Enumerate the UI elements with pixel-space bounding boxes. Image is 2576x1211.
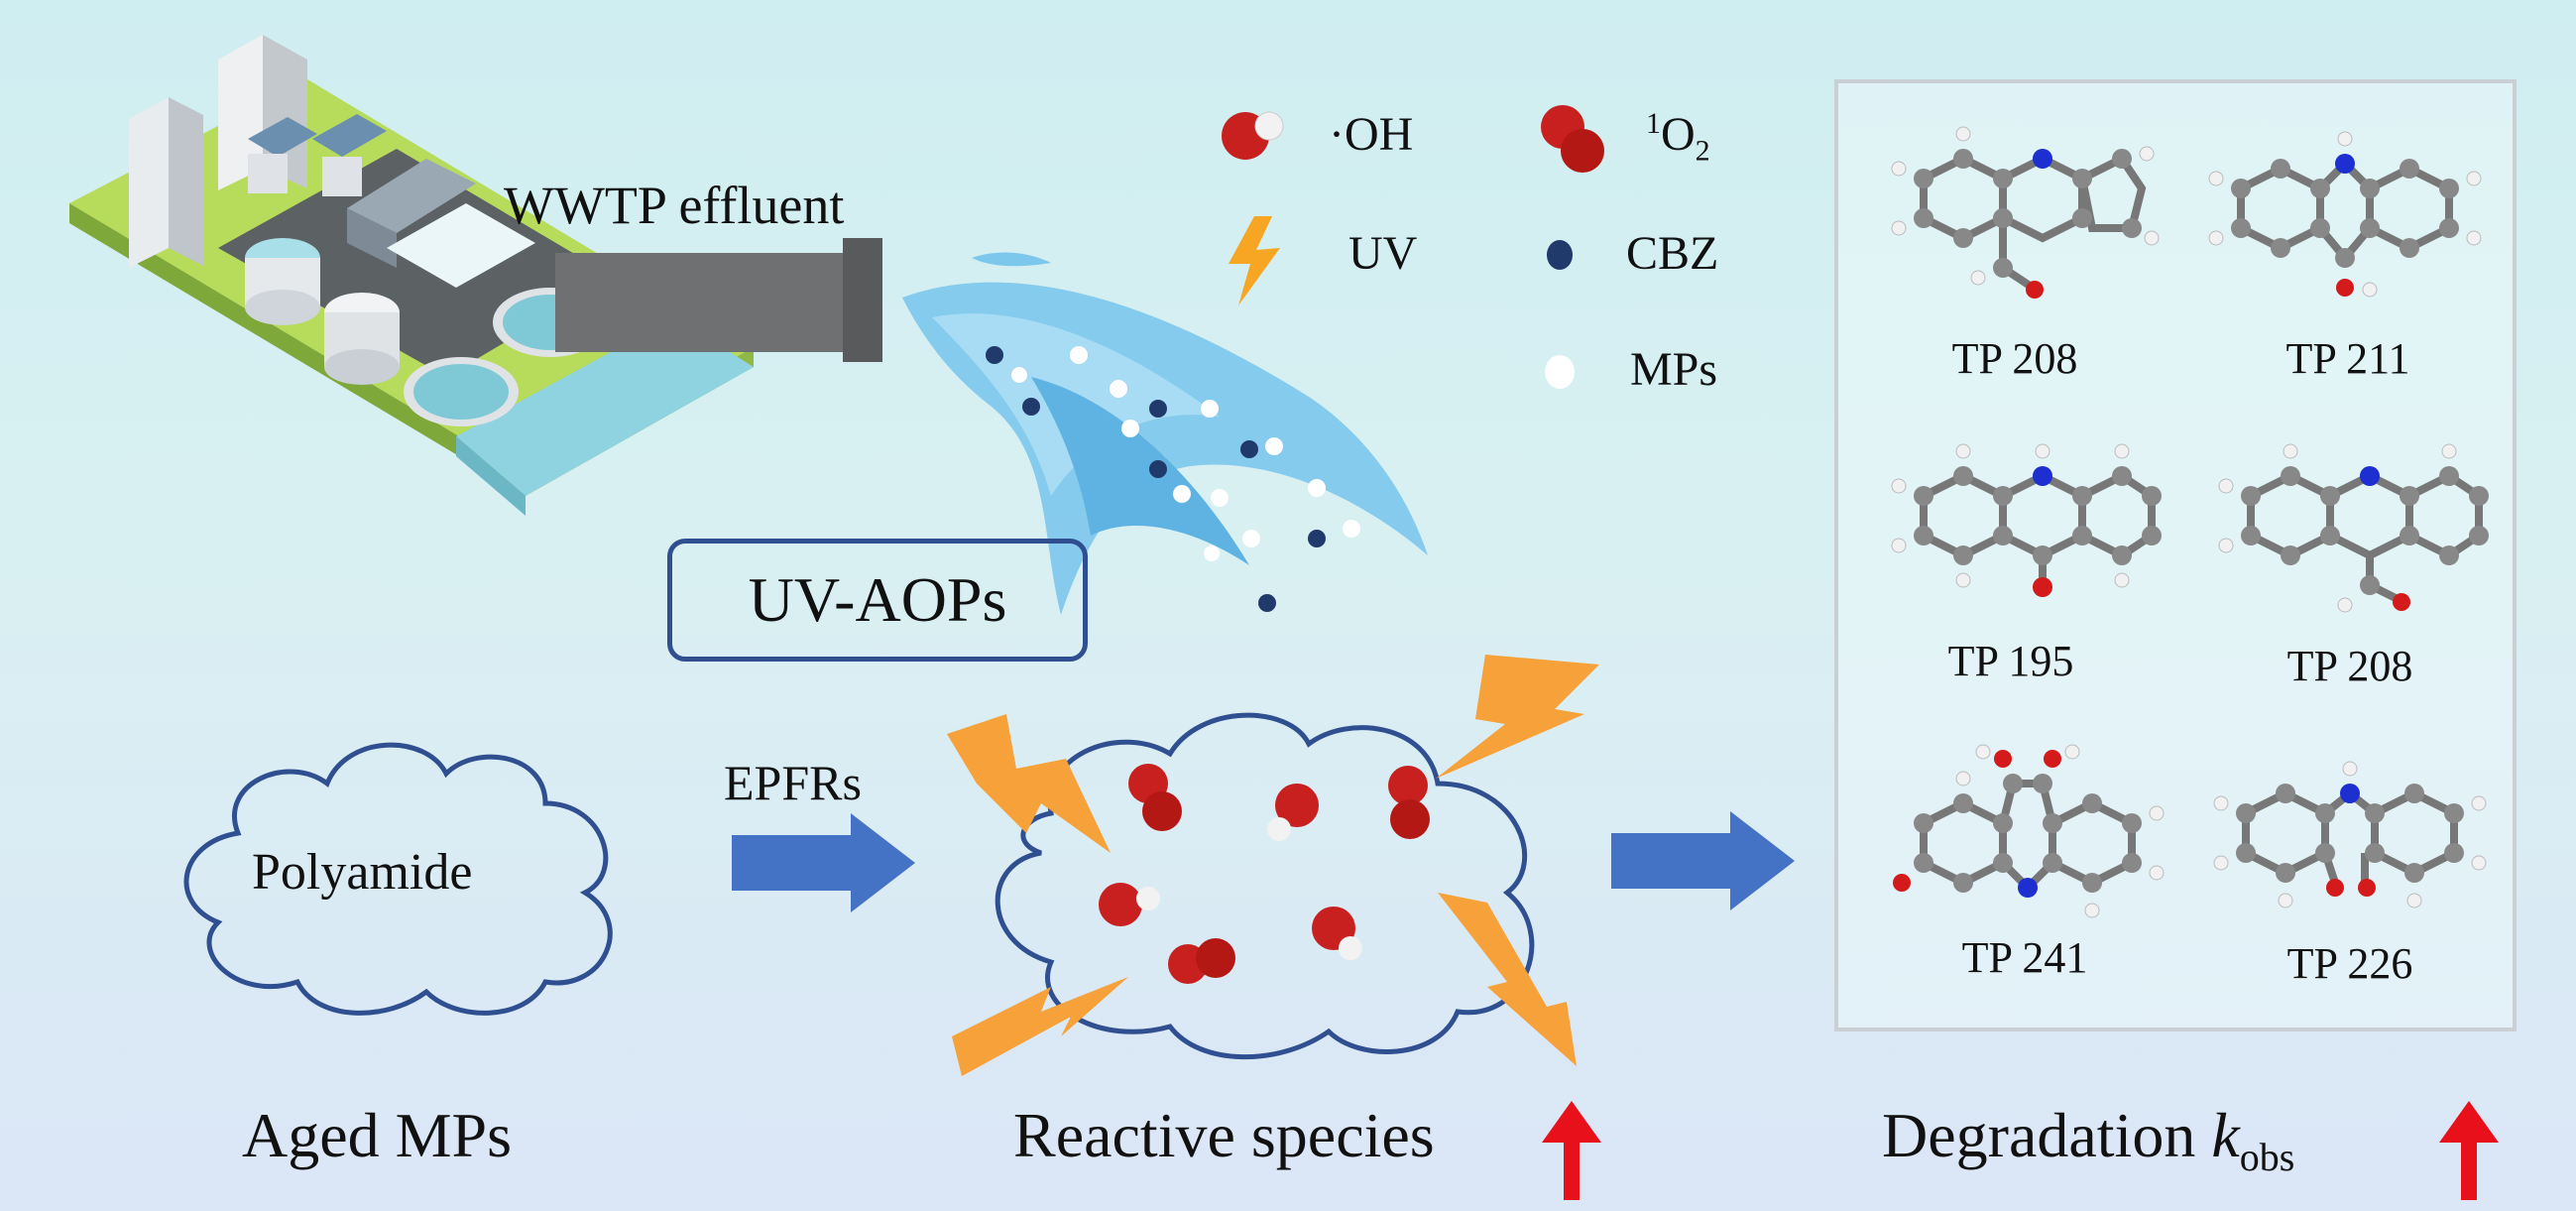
tp-label: TP 208 (1951, 334, 2078, 383)
legend-mps-label: MPs (1630, 343, 1718, 396)
uv-lightning-icon (1229, 216, 1280, 305)
tp195-molecule-icon (1891, 443, 2162, 597)
singlet-oxygen-main: O (1661, 108, 1696, 161)
singlet-oxygen-molecule (1388, 766, 1430, 839)
singlet-oxygen-molecule (1128, 764, 1182, 831)
legend-oh-label: ·OH (1329, 108, 1414, 161)
singlet-oxygen-superscript: 1 (1646, 107, 1661, 140)
tp-label: TP 195 (1947, 637, 2074, 685)
epfrs-arrow (732, 813, 915, 912)
tp-label: TP 226 (2286, 939, 2413, 988)
increase-arrow-icon (2439, 1101, 2499, 1200)
uv-aops-box: UV-AOPs (667, 539, 1088, 662)
singlet-oxygen-molecule (1168, 938, 1235, 984)
polyamide-label: Polyamide (252, 844, 473, 901)
degradation-label: Degradation kobs (1882, 1099, 2294, 1180)
oh-molecule-icon (1222, 111, 1284, 160)
singlet-oxygen-subscript: 2 (1695, 134, 1710, 168)
degradation-text: Degradation (1882, 1100, 2196, 1170)
mps-dot-icon (1545, 355, 1575, 389)
effluent-pipe (555, 238, 882, 362)
tp-label: TP 241 (1961, 933, 2088, 982)
k-symbol: k (2211, 1100, 2240, 1170)
particles-in-effluent (986, 346, 1360, 612)
tp208-molecule-icon (1891, 126, 2160, 299)
tp-label: TP 211 (2285, 334, 2410, 383)
lightning-bolt-icon (952, 977, 1128, 1076)
singlet-oxygen-icon (1541, 105, 1604, 173)
increase-arrow-icon (1542, 1101, 1601, 1200)
reactive-species-label: Reactive species (1013, 1100, 1435, 1170)
lightning-bolt-icon (1436, 655, 1599, 779)
to-products-arrow (1611, 811, 1795, 910)
oh-molecule (1312, 907, 1362, 960)
legend-singlet-oxygen-label: 1O2 (1646, 107, 1710, 169)
oh-molecule (1099, 883, 1160, 926)
polyamide-cloud (183, 742, 613, 1016)
k-subscript: obs (2239, 1134, 2295, 1179)
epfrs-label: EPFRs (724, 755, 862, 810)
aged-mps-label: Aged MPs (242, 1100, 513, 1170)
legend-cbz-label: CBZ (1626, 227, 1719, 280)
wwtp-effluent-label: WWTP effluent (504, 176, 845, 235)
reactive-species-molecules (1099, 764, 1430, 984)
lightning-bolt-icon (947, 714, 1111, 853)
lightning-bolt-icon (1438, 893, 1577, 1066)
tp-label: TP 208 (2286, 642, 2413, 690)
uv-aops-label: UV-AOPs (748, 564, 1007, 635)
reactive-species-cloud (995, 712, 1535, 1060)
tp211-molecule-icon (2208, 131, 2482, 298)
tp226-molecule-icon (2213, 761, 2487, 908)
tp208-molecule-icon (2218, 443, 2489, 613)
water-splash (902, 252, 1428, 615)
legend-uv-label: UV (1348, 227, 1418, 280)
tp241-molecule-icon (1893, 744, 2165, 918)
cbz-dot-icon (1547, 240, 1573, 270)
oh-molecule (1267, 784, 1319, 841)
